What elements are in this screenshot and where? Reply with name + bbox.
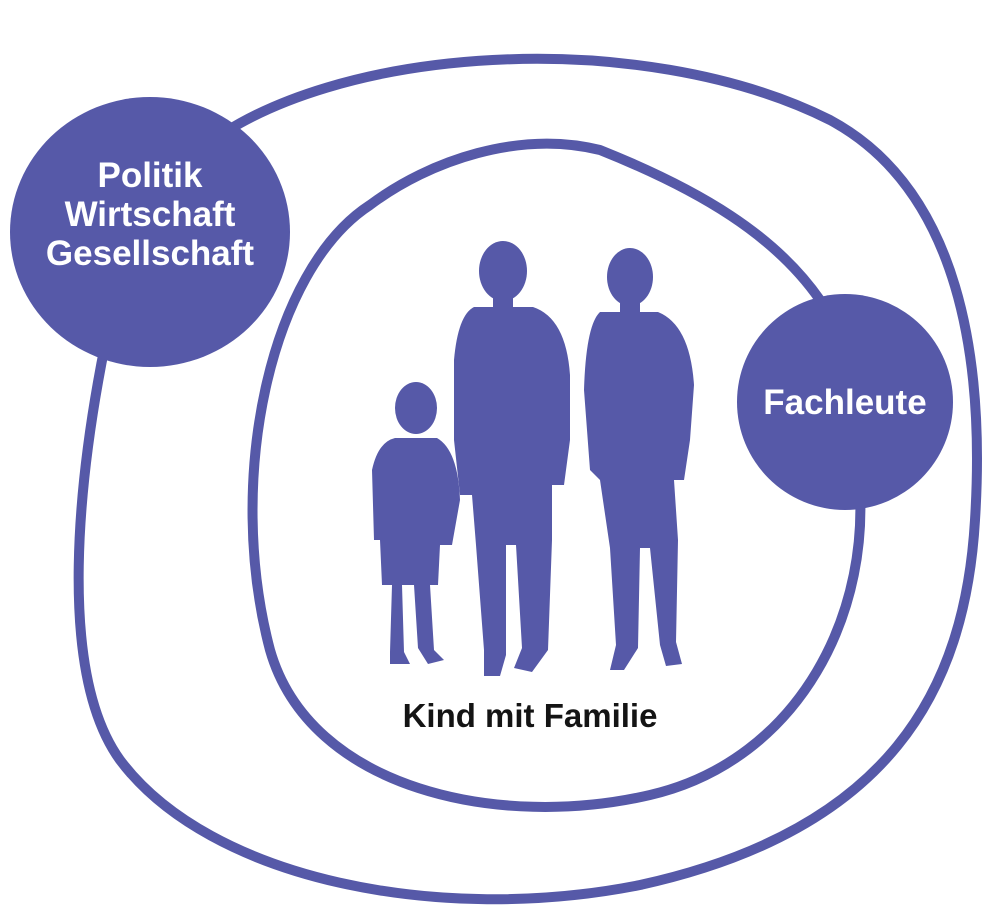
society-line-politik: Politik — [97, 156, 203, 195]
society-node-label: Politik Wirtschaft Gesellschaft — [20, 156, 280, 273]
adult-silhouette-icon — [454, 241, 570, 676]
society-line-wirtschaft: Wirtschaft — [64, 195, 236, 234]
inner-ring — [247, 138, 866, 812]
experts-node-circle — [737, 294, 953, 510]
adult-silhouette-icon — [584, 248, 694, 670]
child-silhouette-icon — [372, 382, 460, 664]
outer-ring — [73, 53, 982, 905]
center-label: Kind mit Familie — [402, 697, 658, 734]
society-line-gesellschaft: Gesellschaft — [45, 234, 255, 273]
experts-node-label: Fachleute — [763, 383, 927, 422]
society-node-circle — [10, 97, 290, 367]
